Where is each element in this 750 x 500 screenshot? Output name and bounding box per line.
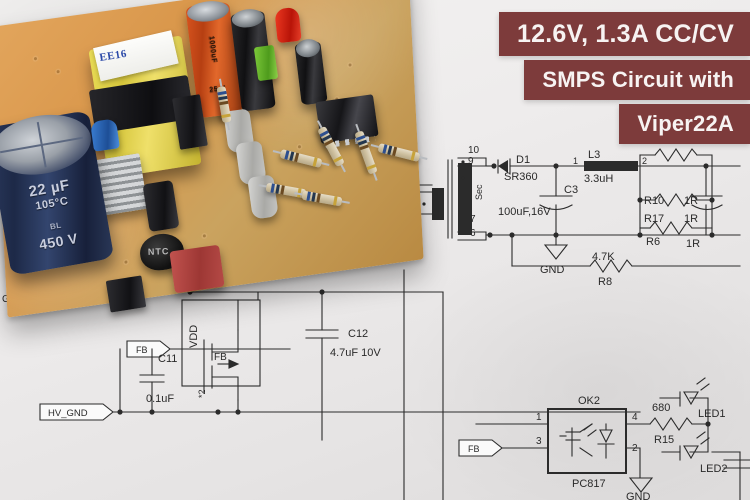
label-r17-val: 1R <box>684 213 698 225</box>
label-pin6: 6 <box>470 228 476 239</box>
label-c12-val: 4.7uF 10V <box>330 347 381 359</box>
label-ok2-pin4: 4 <box>632 412 638 423</box>
label-d1-val: SR360 <box>504 171 538 183</box>
banner-text-1: 12.6V, 1.3A CC/CV <box>517 19 734 48</box>
label-led1: LED1 <box>698 408 726 420</box>
ntc-label: NTC <box>147 246 170 257</box>
label-hv-gnd: HV_GND <box>48 408 88 419</box>
label-pin9: 9 <box>468 156 474 167</box>
label-r6-ref: R6 <box>646 236 660 248</box>
title-banner-line-3: Viper22A <box>619 104 750 144</box>
label-c3-ref: C3 <box>564 184 578 196</box>
label-l3-val: 3.3uH <box>584 173 613 185</box>
label-r15-val: 680 <box>652 402 670 414</box>
label-d1-ref: D1 <box>516 154 530 166</box>
black-cap-top-2 <box>294 37 321 59</box>
label-pin10: 10 <box>468 145 480 156</box>
label-c11-val: 0.1uF <box>146 393 174 405</box>
label-pin-star2: *2 <box>197 389 207 398</box>
label-r8-val: 4.7K <box>592 251 615 263</box>
label-l3-pin2: 2 <box>642 156 647 166</box>
label-ok2-pin1: 1 <box>536 412 542 423</box>
label-led2: LED2 <box>700 463 728 475</box>
label-r17-ref: R17 <box>644 213 664 225</box>
label-l3-pin1: 1 <box>573 156 578 166</box>
label-ok2-ref: OK2 <box>578 395 600 407</box>
component-blue-capacitor <box>90 118 120 152</box>
label-sec: Sec <box>474 184 484 200</box>
label-fb-mid: FB <box>214 352 227 363</box>
pcb-photo: EE16 22 µF 105°C BL 450 V 1000uF 25 V <box>0 0 470 350</box>
label-ok2-pin2: 2 <box>632 443 638 454</box>
label-r15-ref: R15 <box>654 434 674 446</box>
label-ok2-pin3: 3 <box>536 436 542 447</box>
label-fb-left: FB <box>136 345 148 355</box>
label-r10-ref: R10 <box>644 195 664 207</box>
label-l3-ref: L3 <box>588 149 600 161</box>
label-gnd-opto: GND <box>626 491 651 500</box>
label-pin7: 7 <box>470 214 476 225</box>
label-ok2-val: PC817 <box>572 478 606 490</box>
output-cap-value: 1000uF <box>207 35 218 64</box>
component-red-led <box>274 6 302 44</box>
banner-text-2: SMPS Circuit with <box>542 67 734 92</box>
label-r6-val: 1R <box>686 238 700 250</box>
label-c11-ref: C11 <box>158 353 177 365</box>
label-vdd: VDD <box>188 325 200 348</box>
label-gnd-c3: GND <box>540 264 565 276</box>
component-red-box-capacitor <box>169 244 225 294</box>
banner-text-3: Viper22A <box>637 111 734 136</box>
label-c3-val: 100uF,16V <box>498 206 551 218</box>
transformer-handwritten-text: EE16 <box>98 47 128 65</box>
component-smd-black-1 <box>105 275 147 313</box>
title-banner-line-2: SMPS Circuit with <box>524 60 750 100</box>
label-fb-opto: FB <box>468 444 480 454</box>
label-r10-val: 1R <box>684 195 698 207</box>
label-c12-ref: C12 <box>348 328 368 340</box>
label-r8-ref: R8 <box>598 276 612 288</box>
title-banner-line-1: 12.6V, 1.3A CC/CV <box>499 12 750 56</box>
